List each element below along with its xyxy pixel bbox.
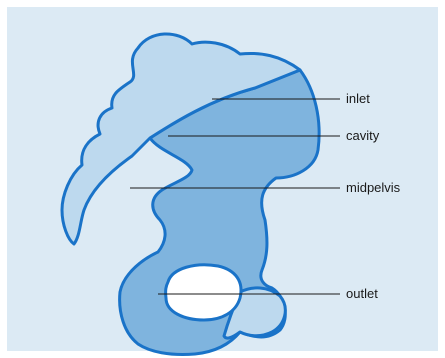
midpelvis-label: midpelvis [346,180,400,196]
outlet-label: outlet [346,286,378,302]
cavity-label: cavity [346,128,379,144]
obturator-opening [166,265,241,320]
inlet-label: inlet [346,91,370,107]
